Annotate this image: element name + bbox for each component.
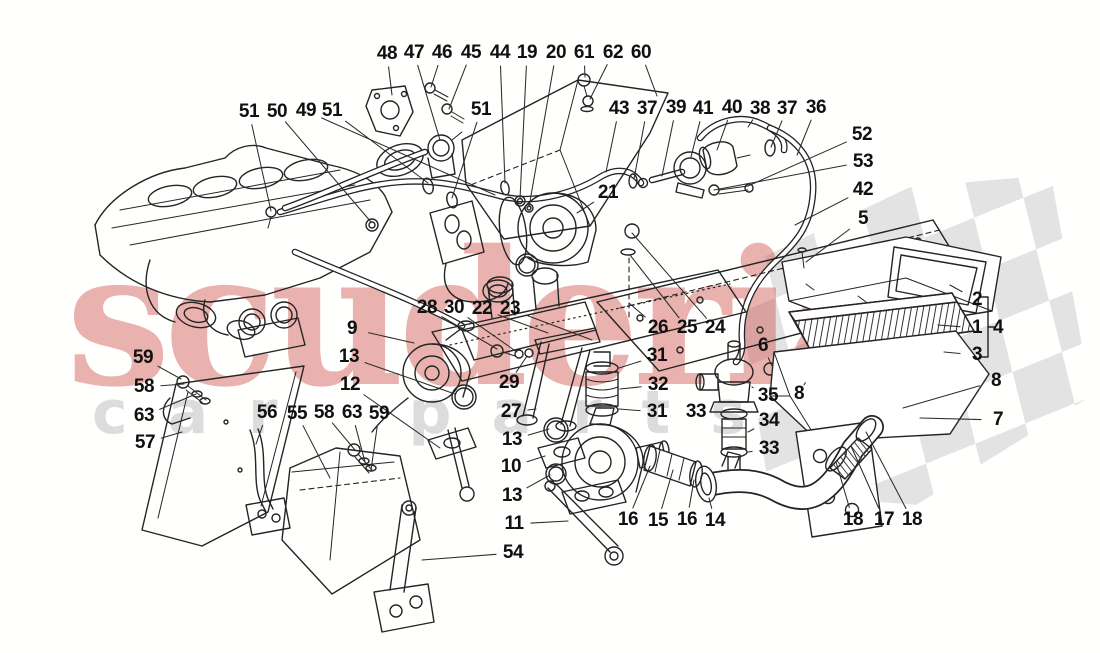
part-callout-44: 44 <box>489 42 511 63</box>
part-callout-10: 10 <box>500 456 522 477</box>
part-callout-26: 26 <box>647 317 669 338</box>
part-callout-49: 49 <box>295 100 317 121</box>
actuator-and-bracket <box>365 82 465 179</box>
part-callout-40: 40 <box>721 97 743 118</box>
part-callout-33: 33 <box>685 401 707 422</box>
part-callout-52: 52 <box>851 124 873 145</box>
part-callout-22: 22 <box>471 298 493 319</box>
part-callout-46: 46 <box>431 42 453 63</box>
part-callout-42: 42 <box>852 179 874 200</box>
part-callout-61: 61 <box>573 42 595 63</box>
part-callout-63: 63 <box>133 405 155 426</box>
part-callout-15: 15 <box>647 510 669 531</box>
part-callout-18: 18 <box>842 509 864 530</box>
part-callout-38: 38 <box>749 98 771 119</box>
intake-manifold <box>94 142 424 341</box>
blow-off-valve-stack <box>695 340 759 471</box>
part-callout-55: 55 <box>286 403 308 424</box>
part-callout-34: 34 <box>758 410 780 431</box>
part-callout-17: 17 <box>873 509 895 530</box>
part-callout-11: 11 <box>504 513 524 534</box>
lower-heat-shields <box>141 365 475 633</box>
part-callout-51: 51 <box>238 101 260 122</box>
part-callout-16: 16 <box>676 509 698 530</box>
part-callout-50: 50 <box>266 101 288 122</box>
part-callout-59: 59 <box>132 347 154 368</box>
part-callout-14: 14 <box>704 510 726 531</box>
part-callout-56: 56 <box>256 402 278 423</box>
part-callout-8: 8 <box>990 370 1002 391</box>
turbocharger-left <box>371 320 477 460</box>
part-callout-6: 6 <box>757 335 769 356</box>
part-callout-45: 45 <box>460 42 482 63</box>
part-callout-13: 13 <box>338 346 360 367</box>
part-callout-36: 36 <box>805 97 827 118</box>
part-callout-48: 48 <box>376 43 398 64</box>
part-callout-25: 25 <box>676 317 698 338</box>
part-callout-3: 3 <box>971 344 983 365</box>
part-callout-62: 62 <box>602 42 624 63</box>
part-callout-31: 31 <box>646 401 668 422</box>
part-callout-1: 1 <box>971 317 983 338</box>
part-callout-13: 13 <box>501 485 523 506</box>
part-callout-20: 20 <box>545 42 567 63</box>
callout-leader-lines <box>157 64 982 561</box>
part-callout-18: 18 <box>901 509 923 530</box>
part-callout-7: 7 <box>992 409 1004 430</box>
part-callout-58: 58 <box>313 402 335 423</box>
intake-pipe <box>694 415 884 510</box>
part-callout-47: 47 <box>403 42 425 63</box>
part-callout-37: 37 <box>776 98 798 119</box>
accordion-sleeve <box>585 351 619 417</box>
part-callout-41: 41 <box>692 98 714 119</box>
throttle-body-left <box>237 206 306 358</box>
part-callout-59: 59 <box>368 403 390 424</box>
part-callout-35: 35 <box>757 385 779 406</box>
part-callout-33: 33 <box>758 438 780 459</box>
part-callout-28: 28 <box>416 297 438 318</box>
part-callout-39: 39 <box>665 97 687 118</box>
part-callout-8: 8 <box>793 383 805 404</box>
vacuum-hoses <box>276 115 817 366</box>
part-callout-2: 2 <box>971 289 983 310</box>
part-callout-63: 63 <box>341 402 363 423</box>
support-bracket <box>516 327 601 432</box>
part-callout-31: 31 <box>646 345 668 366</box>
part-callout-53: 53 <box>852 151 874 172</box>
part-callout-57: 57 <box>134 432 156 453</box>
brand-watermark: scuderia <box>66 209 908 428</box>
part-callout-58: 58 <box>133 376 155 397</box>
part-callout-37: 37 <box>636 98 658 119</box>
part-callout-12: 12 <box>339 374 361 395</box>
part-callout-43: 43 <box>608 98 630 119</box>
part-callout-4: 4 <box>992 317 1004 338</box>
part-callout-23: 23 <box>499 298 521 319</box>
part-callout-51: 51 <box>470 99 492 120</box>
part-callout-19: 19 <box>516 42 538 63</box>
part-callout-16: 16 <box>617 509 639 530</box>
part-callout-51: 51 <box>321 100 343 121</box>
part-callout-60: 60 <box>630 42 652 63</box>
part-callout-9: 9 <box>346 318 358 339</box>
part-callout-5: 5 <box>857 208 869 229</box>
pressure-regulator-and-filter <box>673 141 754 199</box>
part-callout-30: 30 <box>443 297 465 318</box>
part-callout-27: 27 <box>500 401 522 422</box>
turbocharger-lower <box>537 407 670 566</box>
part-callout-29: 29 <box>498 372 520 393</box>
part-callout-54: 54 <box>502 542 524 563</box>
connector-hose <box>643 444 703 488</box>
part-callout-13: 13 <box>501 429 523 450</box>
part-callout-32: 32 <box>647 374 669 395</box>
part-callout-24: 24 <box>704 317 726 338</box>
part-callout-21: 21 <box>597 182 619 203</box>
